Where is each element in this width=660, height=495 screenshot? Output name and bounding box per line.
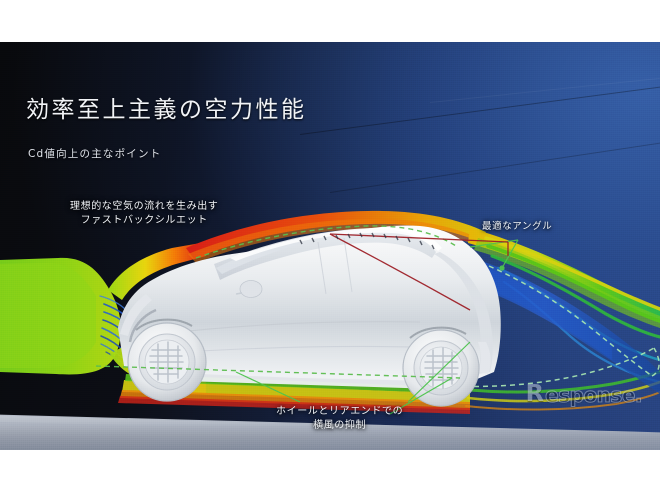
cfd-flow-visualization bbox=[0, 210, 660, 415]
inflow-region bbox=[0, 257, 121, 375]
page-title: 効率至上主義の空力性能 bbox=[26, 97, 307, 123]
optimal-angle-indicator bbox=[329, 233, 509, 311]
roof-edge-serration bbox=[299, 232, 435, 250]
cfd-slide-image: 効率至上主義の空力性能 Cd値向上の主なポイント 理想的な空気の流れを生み出す … bbox=[0, 42, 660, 450]
callout-wheels-rear-end: ホイールとリアエンドでの 横風の抑制 bbox=[276, 406, 404, 431]
callout-fastback-silhouette: 理想的な空気の流れを生み出す ファストバックシルエット bbox=[70, 201, 219, 226]
callout-optimal-angle: 最適なアングル bbox=[482, 221, 553, 232]
annotation-leader-lines bbox=[235, 239, 519, 415]
response-logo-icon: R bbox=[525, 381, 545, 407]
rear-wheel bbox=[402, 326, 480, 407]
aero-reference-dashed-lines bbox=[95, 225, 461, 379]
front-wheel bbox=[127, 308, 207, 402]
page-subtitle: Cd値向上の主なポイント bbox=[28, 148, 162, 160]
response-watermark: R esponse. bbox=[525, 381, 643, 407]
car-silhouette bbox=[118, 225, 501, 390]
wake-outline-dashed bbox=[446, 249, 660, 388]
response-watermark-text: esponse. bbox=[545, 382, 643, 407]
